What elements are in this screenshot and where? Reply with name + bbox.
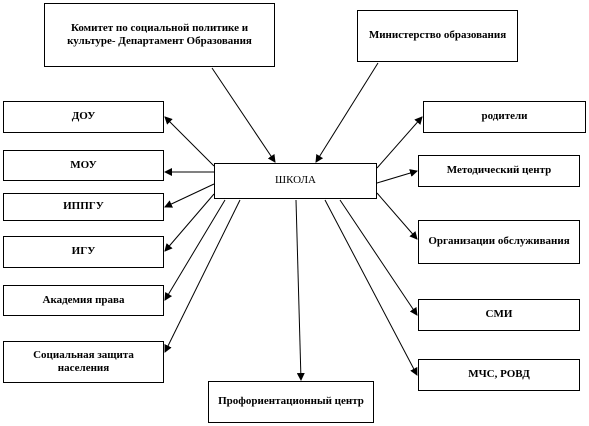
node-smi: СМИ <box>418 299 580 331</box>
node-committee: Комитет по социальной политике и культур… <box>44 3 275 67</box>
edge-school-smi <box>339 199 418 316</box>
node-social: Социальная защита населения <box>3 341 164 383</box>
node-igu: ИГУ <box>3 236 164 268</box>
node-igu-label: ИГУ <box>71 245 96 258</box>
edge-school-academy <box>164 199 226 301</box>
edge-school-dou <box>164 116 215 167</box>
node-ippgu: ИППГУ <box>3 193 164 221</box>
edge-school-social <box>164 199 241 353</box>
node-social-label: Социальная защита населения <box>33 348 134 374</box>
node-mchs-label: МЧС, РОВД <box>468 368 530 381</box>
node-mou: МОУ <box>3 150 164 181</box>
edge-ministry-school <box>315 62 379 163</box>
node-prof-label: Профориентационный центр <box>218 395 364 408</box>
node-parents: родители <box>423 101 586 133</box>
node-method-label: Методический центр <box>446 164 552 177</box>
edge-school-igu <box>164 193 215 252</box>
node-dou: ДОУ <box>3 101 164 133</box>
node-service: Организации обслуживания <box>418 220 580 264</box>
node-academy-label: Академия права <box>42 293 125 306</box>
node-dou-label: ДОУ <box>71 110 96 123</box>
node-smi-label: СМИ <box>485 308 513 321</box>
node-parents-label: родители <box>481 110 528 123</box>
edge-school-parents <box>376 116 423 169</box>
edge-school-ippgu <box>164 183 215 208</box>
node-ministry-label: Министерство образования <box>368 29 507 42</box>
node-academy: Академия права <box>3 285 164 316</box>
node-school-label: ШКОЛА <box>275 174 316 187</box>
edge-committee-school <box>211 67 276 163</box>
node-method: Методический центр <box>418 155 580 187</box>
node-mchs: МЧС, РОВД <box>418 359 580 391</box>
edge-school-service <box>376 192 418 240</box>
node-ippgu-label: ИППГУ <box>63 200 104 213</box>
edge-school-prof <box>295 199 305 381</box>
edge-school-method <box>376 169 418 184</box>
node-prof: Профориентационный центр <box>208 381 374 423</box>
node-school: ШКОЛА <box>214 163 377 199</box>
node-committee-label: Комитет по социальной политике и культур… <box>67 21 252 47</box>
edge-school-mchs <box>324 199 418 376</box>
node-service-label: Организации обслуживания <box>428 235 570 248</box>
node-mou-label: МОУ <box>70 158 97 171</box>
node-ministry: Министерство образования <box>357 10 518 62</box>
